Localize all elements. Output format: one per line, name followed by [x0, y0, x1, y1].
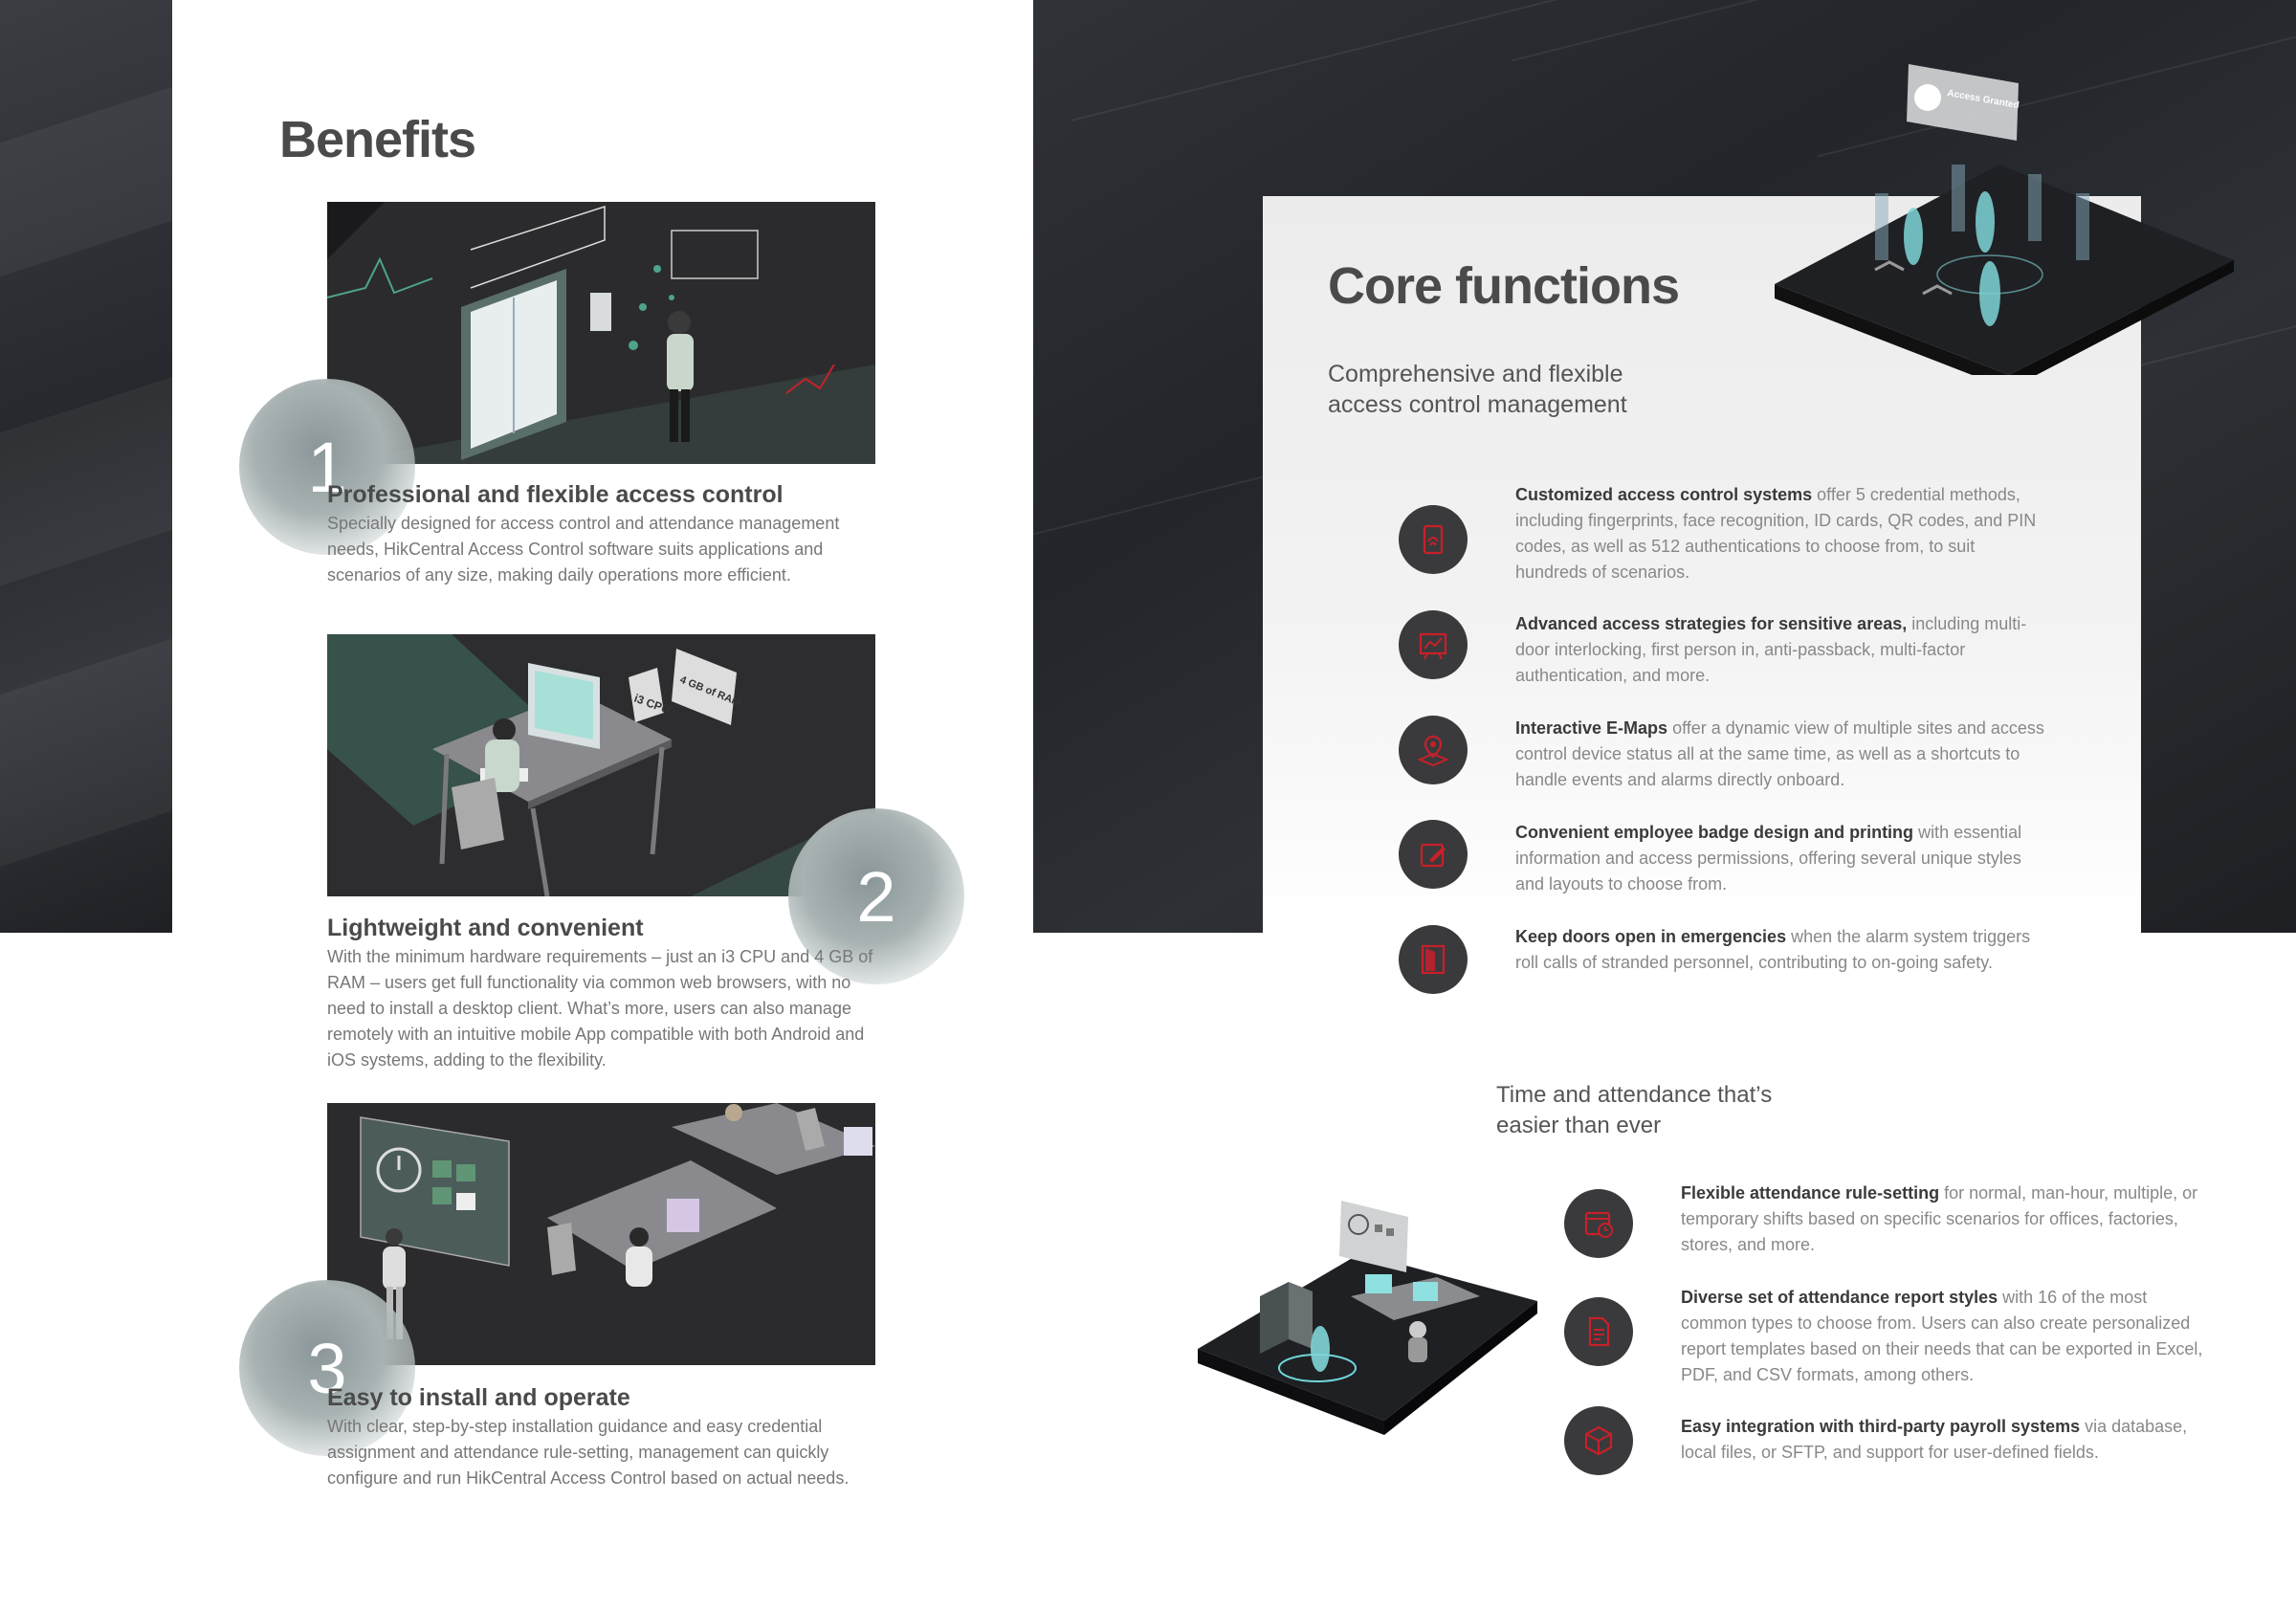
- open-door-icon: [1399, 925, 1468, 994]
- benefit-3-text: With clear, step-by-step installation gu…: [327, 1417, 850, 1488]
- benefit-2-illustration: i3 CPU 4 GB of RAM: [327, 634, 875, 896]
- benefit-1-title: Professional and flexible access control: [327, 481, 784, 508]
- integration-cube-icon: [1564, 1406, 1633, 1475]
- report-document-icon: [1564, 1297, 1633, 1366]
- benefit-3-illustration: [327, 1103, 875, 1365]
- attendance-subtitle: Time and attendance that’s easier than e…: [1496, 1082, 1773, 1138]
- benefit-1-number-badge: 1: [239, 379, 415, 555]
- core-feature-4: Convenient employee badge design and pri…: [1515, 823, 2022, 894]
- core-functions-subtitle: Comprehensive and flexible access contro…: [1328, 361, 1627, 418]
- core-functions-title: Core functions: [1328, 257, 1680, 315]
- benefit-2-text: With the minimum hardware requirements –…: [327, 947, 873, 1070]
- calendar-clock-icon: [1564, 1189, 1633, 1258]
- core-feature-1: Customized access control systems offer …: [1515, 485, 2037, 582]
- turnstile-gate-illustration: Access Granted: [1770, 59, 2239, 389]
- core-feature-3: Interactive E-Maps offer a dynamic view …: [1515, 718, 2044, 789]
- fingerprint-card-icon: [1399, 505, 1468, 574]
- core-feature-2: Advanced access strategies for sensitive…: [1515, 614, 2027, 685]
- attendance-feature-2: Diverse set of attendance report styles …: [1681, 1288, 2203, 1384]
- attendance-feature-3: Easy integration with third-party payrol…: [1681, 1417, 2188, 1462]
- benefits-title: Benefits: [279, 111, 476, 168]
- benefit-2-title: Lightweight and convenient: [327, 915, 644, 941]
- badge-edit-icon: [1399, 820, 1468, 889]
- benefit-3-title: Easy to install and operate: [327, 1384, 630, 1411]
- attendance-feature-1: Flexible attendance rule-setting for nor…: [1681, 1183, 2198, 1254]
- benefit-1-illustration: [327, 202, 875, 464]
- map-pin-icon: [1399, 716, 1468, 784]
- benefit-1-text: Specially designed for access control an…: [327, 514, 840, 585]
- benefit-3-number-badge: 3: [239, 1280, 415, 1456]
- core-feature-5: Keep doors open in emergencies when the …: [1515, 927, 2031, 972]
- attendance-room-illustration: [1198, 1196, 1542, 1445]
- strategy-board-icon: [1399, 610, 1468, 679]
- left-background-texture: [0, 0, 172, 933]
- benefit-2-number-badge: 2: [788, 808, 964, 984]
